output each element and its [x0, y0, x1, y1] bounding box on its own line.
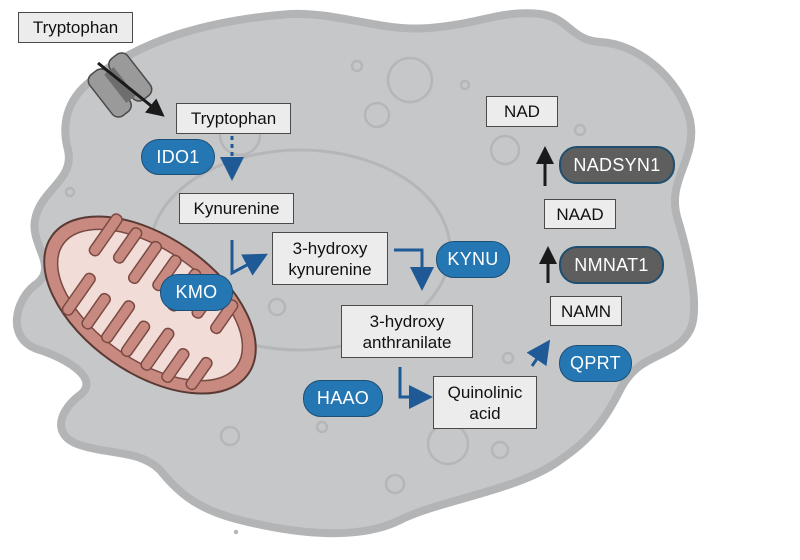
- enzyme-haao: HAAO: [303, 380, 383, 417]
- metabolite-namn: NAMN: [550, 296, 622, 326]
- metabolite-naad: NAAD: [544, 199, 616, 229]
- enzyme-ido1: IDO1: [141, 139, 215, 175]
- enzyme-kynu: KYNU: [436, 241, 510, 278]
- import-arrow: [97, 61, 165, 117]
- metabolite-3-hydroxykynurenine: 3-hydroxy kynurenine: [272, 232, 388, 285]
- arrow-qa-to-namn: [526, 339, 551, 367]
- metabolite-3-hydroxyanthranilate: 3-hydroxy anthranilate: [341, 305, 473, 358]
- vesicles: [64, 56, 587, 535]
- enzyme-qprt: QPRT: [559, 345, 632, 382]
- metabolite-quinolinic-acid: Quinolinic acid: [433, 376, 537, 429]
- enzyme-nmnat1: NMNAT1: [559, 246, 664, 284]
- arrow-3ha-to-qa: [398, 367, 433, 409]
- metabolite-tryptophan: Tryptophan: [176, 103, 291, 134]
- enzyme-kmo: KMO: [160, 274, 233, 311]
- metabolite-kynurenine: Kynurenine: [179, 193, 294, 224]
- metabolite-nad: NAD: [486, 96, 558, 127]
- arrow-kyn-to-3hk: [230, 240, 268, 276]
- arrow-3hk-to-3ha: [394, 248, 434, 291]
- metabolite-tryptophan-extracellular: Tryptophan: [18, 12, 133, 43]
- enzyme-nadsyn1: NADSYN1: [559, 146, 675, 184]
